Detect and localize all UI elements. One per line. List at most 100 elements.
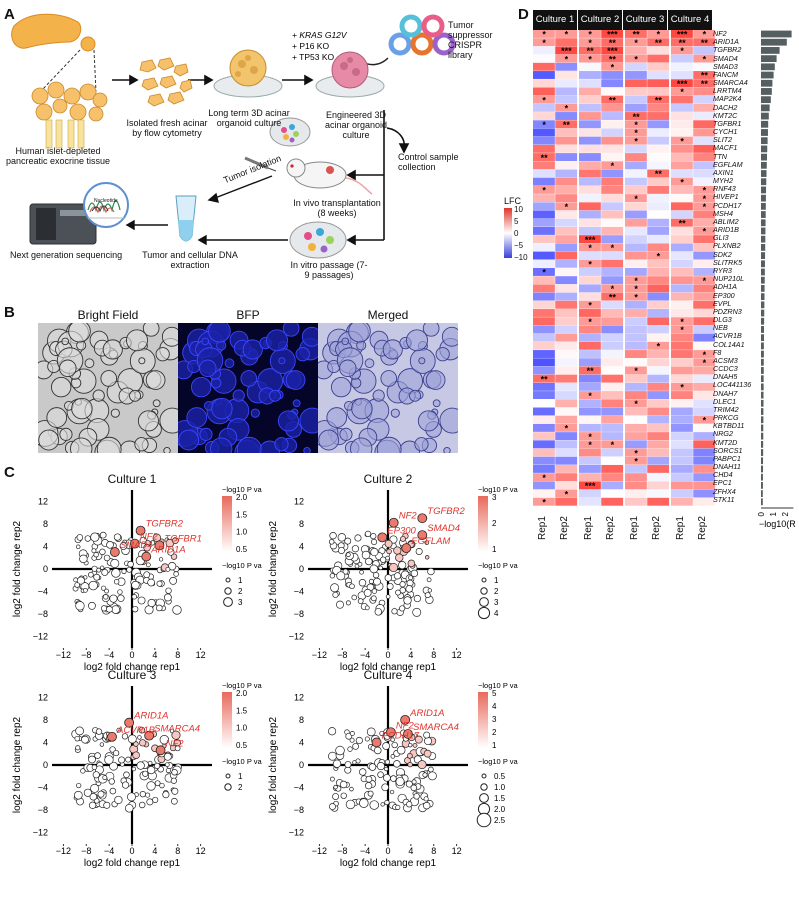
heatmap-cell xyxy=(647,95,670,104)
scatter-point xyxy=(121,733,129,740)
heatmap-cell xyxy=(625,95,647,104)
heatmap-cell xyxy=(555,407,578,416)
scatter-point xyxy=(125,756,132,763)
heatmap-cell xyxy=(671,497,693,506)
gene-label: RYR3 xyxy=(713,265,732,275)
scatter-point xyxy=(359,768,367,776)
heatmap-cell xyxy=(555,497,578,506)
heatmap-cell xyxy=(625,464,647,473)
heatmap-cell xyxy=(555,440,578,449)
x-tick-label: 4 xyxy=(408,846,413,856)
rra-bar xyxy=(761,153,767,161)
significance-star: * xyxy=(634,276,638,286)
organoid-blob xyxy=(100,370,118,387)
heatmap-cell xyxy=(671,407,693,416)
scatter-point xyxy=(384,574,392,582)
scatter-point xyxy=(332,591,339,598)
heatmap-cell xyxy=(693,194,716,203)
heatmap-cell xyxy=(693,407,716,416)
scatter-point xyxy=(381,783,390,792)
scatter-point xyxy=(399,581,406,588)
scatter-point xyxy=(364,782,373,790)
heatmap-cell xyxy=(671,95,693,104)
scatter-point xyxy=(393,546,402,555)
scatter-point xyxy=(370,533,377,540)
heatmap-cell xyxy=(671,423,693,432)
heatmap-cell xyxy=(693,120,716,129)
organoid-blob xyxy=(232,389,245,402)
heatmap-cell xyxy=(671,87,693,96)
rra-bar xyxy=(761,211,766,218)
heatmap-cell xyxy=(601,161,624,170)
x-tick-label: 8 xyxy=(175,650,180,660)
heatmap-cell xyxy=(693,210,716,219)
heatmap-cell xyxy=(647,202,670,211)
heatmap-cell xyxy=(601,325,624,334)
scatter-point xyxy=(133,741,139,747)
scatter-point xyxy=(427,567,435,576)
heatmap-cell xyxy=(533,276,555,285)
size-legend-tick: 3 xyxy=(238,598,243,607)
organoid-blob xyxy=(364,358,375,369)
y-tick-label: −4 xyxy=(294,587,304,597)
heatmap-cell xyxy=(693,218,716,227)
heatmap-cell xyxy=(625,292,647,301)
heatmap-cell xyxy=(533,79,555,88)
culture-2-header: Culture 2 xyxy=(578,10,622,30)
tumor-dish-icon xyxy=(269,117,311,147)
y-tick-label: 0 xyxy=(299,760,304,770)
heatmap-cell xyxy=(625,218,647,227)
heatmap-cell xyxy=(533,284,555,293)
significance-star: * xyxy=(703,202,707,212)
fill-legend-tick: 2 xyxy=(492,519,497,528)
fill-legend-tick: 1.5 xyxy=(236,510,248,519)
heatmap-cell xyxy=(625,120,647,129)
heatmap-cell xyxy=(555,161,578,170)
organoid-blob xyxy=(210,437,233,453)
scatter-point xyxy=(359,798,369,808)
heatmap-cell xyxy=(671,276,693,285)
rra-bar xyxy=(761,383,764,391)
gene-label: TRIM42 xyxy=(713,404,739,414)
gene-label: KMT2D xyxy=(713,437,738,447)
organoid-blob xyxy=(414,437,429,452)
gene-label: SMARCA4 xyxy=(413,722,459,733)
scatter-point xyxy=(426,577,432,583)
scatter-point xyxy=(335,745,345,756)
panel-b-label: B xyxy=(4,304,15,321)
scatter-point xyxy=(90,783,100,793)
significance-star: ** xyxy=(541,374,549,384)
rra-bar xyxy=(761,293,765,301)
heatmap-cell xyxy=(555,153,578,162)
heatmap-cell xyxy=(533,54,555,63)
heatmap-cell xyxy=(625,210,647,219)
scatter-point xyxy=(386,548,392,555)
organoid-blob xyxy=(126,329,148,352)
heatmap-cell xyxy=(579,144,601,153)
organoid-blob xyxy=(348,323,371,343)
heatmap-cell xyxy=(647,325,670,334)
heatmap-cell xyxy=(601,202,624,211)
heatmap-cell xyxy=(555,71,578,79)
organoid-blob xyxy=(390,408,400,418)
scatter-point xyxy=(365,557,373,566)
heatmap-cell xyxy=(671,251,693,260)
heatmap-cell xyxy=(693,432,716,441)
scatter-point xyxy=(389,562,399,573)
scatter-point xyxy=(109,761,118,771)
library-caption: Tumor suppressor CRISPR library xyxy=(448,20,493,60)
scatter-point xyxy=(92,771,100,779)
heatmap-cell xyxy=(533,473,555,482)
highlight-point xyxy=(401,543,412,554)
scatter-point xyxy=(424,540,430,545)
significance-star: ** xyxy=(701,38,709,48)
scatter-point xyxy=(371,538,378,546)
size-legend-tick: 1 xyxy=(494,576,499,585)
heatmap-cell xyxy=(601,473,624,482)
heatmap-cell xyxy=(625,136,647,145)
heatmap-cell xyxy=(533,481,555,490)
sequencer-icon xyxy=(29,182,129,245)
scatter-point xyxy=(156,604,163,612)
scatter-point xyxy=(389,789,395,795)
heatmap-cell xyxy=(671,153,693,162)
